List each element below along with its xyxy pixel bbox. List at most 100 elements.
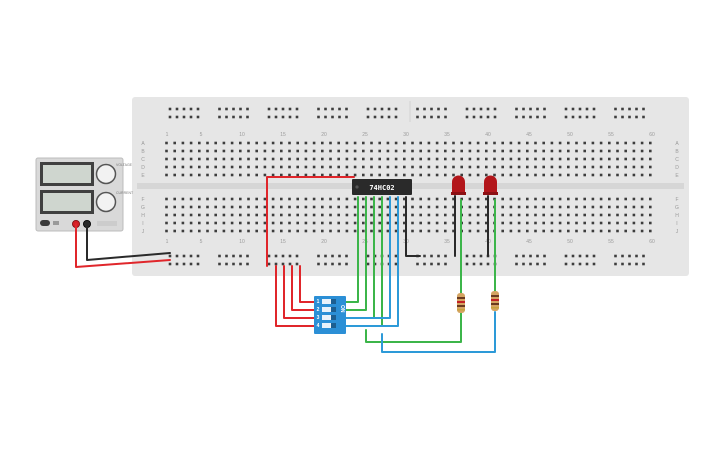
breadboard-hole[interactable] [624, 173, 627, 177]
breadboard-hole[interactable] [370, 157, 373, 161]
breadboard-hole[interactable] [345, 254, 348, 258]
breadboard-hole[interactable] [542, 213, 545, 217]
breadboard-hole[interactable] [165, 213, 168, 217]
breadboard-hole[interactable] [394, 205, 398, 209]
breadboard-hole[interactable] [345, 262, 348, 266]
breadboard-hole[interactable] [649, 173, 652, 177]
breadboard-hole[interactable] [378, 221, 381, 225]
breadboard-hole[interactable] [394, 262, 398, 266]
breadboard-hole[interactable] [550, 173, 554, 177]
breadboard-hole[interactable] [225, 262, 228, 266]
breadboard-hole[interactable] [628, 107, 631, 111]
breadboard-hole[interactable] [168, 107, 172, 111]
breadboard-hole[interactable] [486, 115, 490, 119]
breadboard-hole[interactable] [517, 197, 521, 201]
breadboard-hole[interactable] [317, 262, 320, 266]
breadboard-hole[interactable] [373, 107, 377, 111]
breadboard-hole[interactable] [583, 141, 586, 145]
breadboard-hole[interactable] [515, 254, 518, 258]
breadboard-hole[interactable] [230, 173, 234, 177]
breadboard-hole[interactable] [198, 197, 201, 201]
breadboard-hole[interactable] [632, 205, 636, 209]
breadboard-hole[interactable] [246, 115, 249, 119]
breadboard-hole[interactable] [271, 205, 275, 209]
breadboard-hole[interactable] [411, 221, 414, 225]
breadboard-hole[interactable] [526, 149, 529, 153]
breadboard-hole[interactable] [280, 149, 283, 153]
switch-green-wire-2[interactable] [345, 196, 367, 311]
breadboard-hole[interactable] [321, 165, 324, 169]
breadboard-hole[interactable] [649, 221, 652, 225]
breadboard-hole[interactable] [542, 197, 545, 201]
breadboard-hole[interactable] [214, 229, 217, 233]
breadboard-hole[interactable] [616, 229, 619, 233]
breadboard-hole[interactable] [312, 173, 316, 177]
breadboard-hole[interactable] [304, 149, 308, 153]
breadboard-hole[interactable] [427, 165, 431, 169]
breadboard-hole[interactable] [419, 173, 422, 177]
dip-toggle-3[interactable] [322, 315, 336, 320]
breadboard-hole[interactable] [206, 229, 209, 233]
breadboard-hole[interactable] [542, 173, 545, 177]
breadboard-hole[interactable] [567, 173, 570, 177]
breadboard-hole[interactable] [493, 107, 497, 111]
breadboard-hole[interactable] [378, 157, 381, 161]
breadboard-hole[interactable] [550, 141, 554, 145]
breadboard-hole[interactable] [608, 157, 611, 161]
breadboard-hole[interactable] [517, 149, 521, 153]
breadboard-hole[interactable] [571, 107, 575, 111]
breadboard-hole[interactable] [452, 173, 455, 177]
breadboard-hole[interactable] [430, 254, 433, 258]
breadboard-hole[interactable] [267, 262, 271, 266]
breadboard-hole[interactable] [460, 173, 463, 177]
breadboard-hole[interactable] [189, 229, 193, 233]
breadboard-hole[interactable] [317, 107, 320, 111]
breadboard-hole[interactable] [599, 205, 603, 209]
breadboard-hole[interactable] [173, 165, 176, 169]
breadboard-hole[interactable] [312, 221, 316, 225]
breadboard-hole[interactable] [529, 262, 532, 266]
breadboard-hole[interactable] [649, 205, 652, 209]
breadboard-hole[interactable] [345, 165, 349, 169]
breadboard-hole[interactable] [493, 157, 496, 161]
breadboard-hole[interactable] [616, 141, 619, 145]
breadboard-hole[interactable] [378, 197, 381, 201]
breadboard-hole[interactable] [329, 173, 332, 177]
breadboard-hole[interactable] [632, 197, 636, 201]
breadboard-hole[interactable] [230, 149, 234, 153]
breadboard-hole[interactable] [635, 254, 638, 258]
breadboard-hole[interactable] [517, 213, 521, 217]
breadboard-hole[interactable] [331, 254, 334, 258]
breadboard-hole[interactable] [635, 262, 638, 266]
led2-blue-wire[interactable] [381, 311, 496, 353]
breadboard-hole[interactable] [452, 221, 455, 225]
breadboard-hole[interactable] [312, 197, 316, 201]
breadboard-hole[interactable] [173, 229, 176, 233]
breadboard-hole[interactable] [452, 149, 455, 153]
breadboard-hole[interactable] [624, 221, 627, 225]
breadboard-hole[interactable] [468, 141, 472, 145]
breadboard-hole[interactable] [550, 229, 554, 233]
breadboard-hole[interactable] [394, 173, 398, 177]
breadboard-hole[interactable] [304, 205, 308, 209]
breadboard-hole[interactable] [280, 229, 283, 233]
breadboard-hole[interactable] [353, 213, 357, 217]
breadboard-hole[interactable] [621, 254, 624, 258]
breadboard-hole[interactable] [485, 173, 488, 177]
breadboard-hole[interactable] [321, 221, 324, 225]
breadboard-hole[interactable] [423, 115, 426, 119]
breadboard-hole[interactable] [578, 254, 582, 258]
breadboard-hole[interactable] [621, 107, 624, 111]
breadboard-hole[interactable] [517, 205, 521, 209]
breadboard-hole[interactable] [173, 157, 176, 161]
breadboard-hole[interactable] [599, 141, 603, 145]
breadboard-hole[interactable] [599, 157, 603, 161]
breadboard-hole[interactable] [230, 205, 234, 209]
breadboard-hole[interactable] [550, 221, 554, 225]
breadboard-hole[interactable] [304, 213, 308, 217]
breadboard-hole[interactable] [394, 229, 398, 233]
breadboard-hole[interactable] [329, 229, 332, 233]
breadboard-hole[interactable] [189, 157, 193, 161]
breadboard-hole[interactable] [247, 173, 250, 177]
breadboard-hole[interactable] [304, 165, 308, 169]
